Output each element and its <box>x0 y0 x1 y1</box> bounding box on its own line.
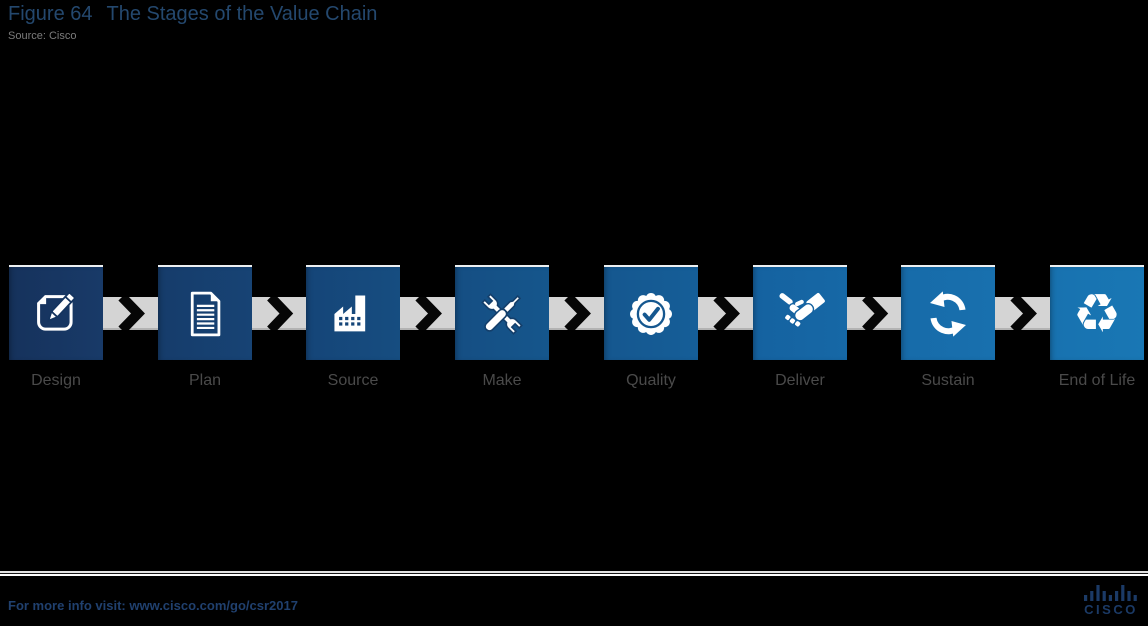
stage-label: Deliver <box>775 372 825 389</box>
flow-arrow <box>846 297 902 330</box>
document-list-icon <box>190 291 221 336</box>
figure-title: Figure 64 The Stages of the Value Chain <box>8 3 377 26</box>
stage-tile <box>9 265 103 360</box>
recycle-icon: ♻ <box>1072 281 1122 345</box>
chevron-right-icon <box>564 297 591 330</box>
chevron-right-icon <box>1010 297 1037 330</box>
stage-design: Design <box>9 265 103 395</box>
stage-make: Make <box>455 265 549 395</box>
stage-label: Quality <box>626 372 676 389</box>
cisco-bridge-icon <box>1084 585 1137 601</box>
notepad-edit-icon <box>37 291 76 331</box>
stage-label: Sustain <box>921 372 975 389</box>
flow-arrow <box>251 297 307 330</box>
stage-end-of-life: ♻ End of Life <box>1050 265 1144 395</box>
stage-tile <box>158 265 252 360</box>
tools-icon <box>481 292 523 335</box>
stage-tile <box>753 265 847 360</box>
footer-divider <box>0 571 1148 576</box>
figure-number: Figure 64 <box>8 3 93 25</box>
chevron-right-icon <box>267 297 294 330</box>
flow-arrow <box>399 297 456 330</box>
stage-tile <box>604 265 698 360</box>
chevron-right-icon <box>713 297 740 330</box>
sync-arrows-icon <box>930 290 966 337</box>
handshake-icon <box>779 292 825 328</box>
stage-label: Design <box>31 372 81 389</box>
stage-tile: ♻ <box>1050 265 1144 360</box>
stage-tile <box>455 265 549 360</box>
chevron-right-icon <box>118 297 145 330</box>
stage-sustain: Sustain <box>901 265 995 395</box>
stage-tile <box>306 265 400 360</box>
stage-label: End of Life <box>1058 372 1136 389</box>
cisco-logo-text: CISCO <box>1084 602 1138 617</box>
stage-label: Source <box>327 372 379 389</box>
flow-arrow <box>697 297 754 330</box>
chevron-right-icon <box>862 297 889 330</box>
stage-quality: Quality <box>604 265 698 395</box>
figure-title-text: The Stages of the Value Chain <box>106 3 378 25</box>
flow-arrow <box>994 297 1051 330</box>
stage-label: Plan <box>188 372 222 389</box>
quality-seal-icon <box>630 292 672 335</box>
flow-arrow <box>102 297 159 330</box>
stage-tile <box>901 265 995 360</box>
factory-icon <box>334 294 366 331</box>
stage-deliver: Deliver <box>753 265 847 395</box>
figure-source: Source: Cisco <box>8 30 77 42</box>
footer-info-link: For more info visit: www.cisco.com/go/cs… <box>8 598 298 613</box>
cisco-logo: CISCO <box>1080 584 1142 617</box>
chevron-right-icon <box>415 297 442 330</box>
stage-plan: Plan <box>158 265 252 395</box>
stage-source: Source <box>306 265 400 395</box>
flow-arrow <box>548 297 605 330</box>
stage-label: Make <box>482 372 522 389</box>
